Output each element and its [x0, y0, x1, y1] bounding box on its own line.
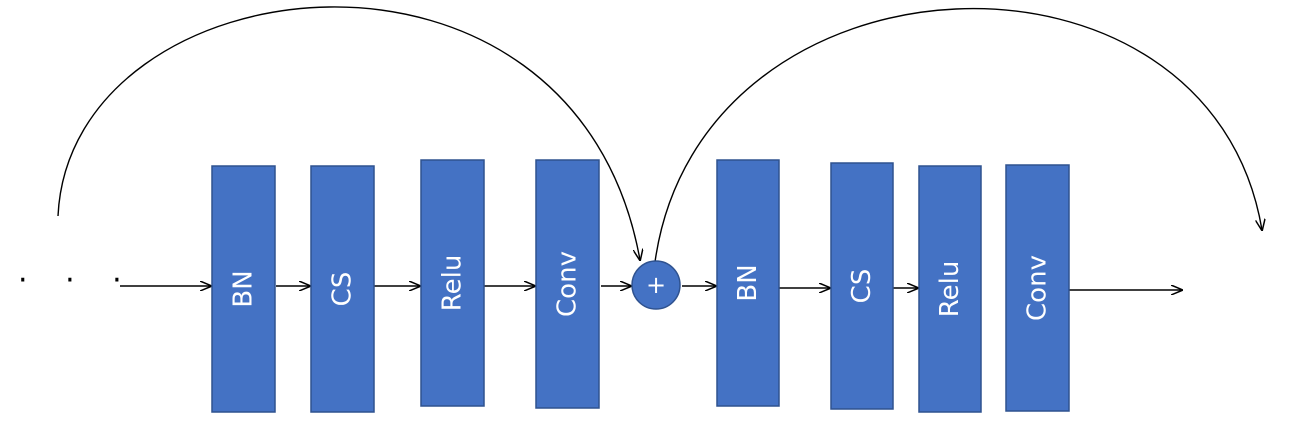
block-cs-1: CS — [310, 165, 375, 413]
block-conv-1: Conv — [535, 159, 600, 409]
block-conv-2-label: Conv — [1023, 255, 1053, 321]
block-cs-2-label: CS — [847, 269, 877, 304]
block-bn-1: BN — [211, 165, 276, 413]
adder-symbol: + — [646, 271, 666, 299]
block-conv-2: Conv — [1005, 164, 1070, 412]
block-relu-1: Relu — [420, 159, 485, 407]
block-relu-1-label: Relu — [438, 255, 468, 312]
adder-node: + — [631, 260, 681, 310]
block-conv-1-label: Conv — [553, 251, 583, 317]
block-cs-2: CS — [830, 162, 894, 410]
block-relu-2: Relu — [918, 165, 982, 413]
block-bn-2: BN — [716, 159, 780, 407]
block-cs-1-label: CS — [328, 272, 358, 307]
block-bn-2-label: BN — [733, 264, 763, 301]
skip-connection-1 — [57, 6, 640, 260]
ellipsis: · · · — [18, 263, 136, 298]
skip-connection-2 — [654, 7, 1262, 263]
block-relu-2-label: Relu — [935, 261, 965, 318]
block-bn-1-label: BN — [229, 270, 259, 307]
